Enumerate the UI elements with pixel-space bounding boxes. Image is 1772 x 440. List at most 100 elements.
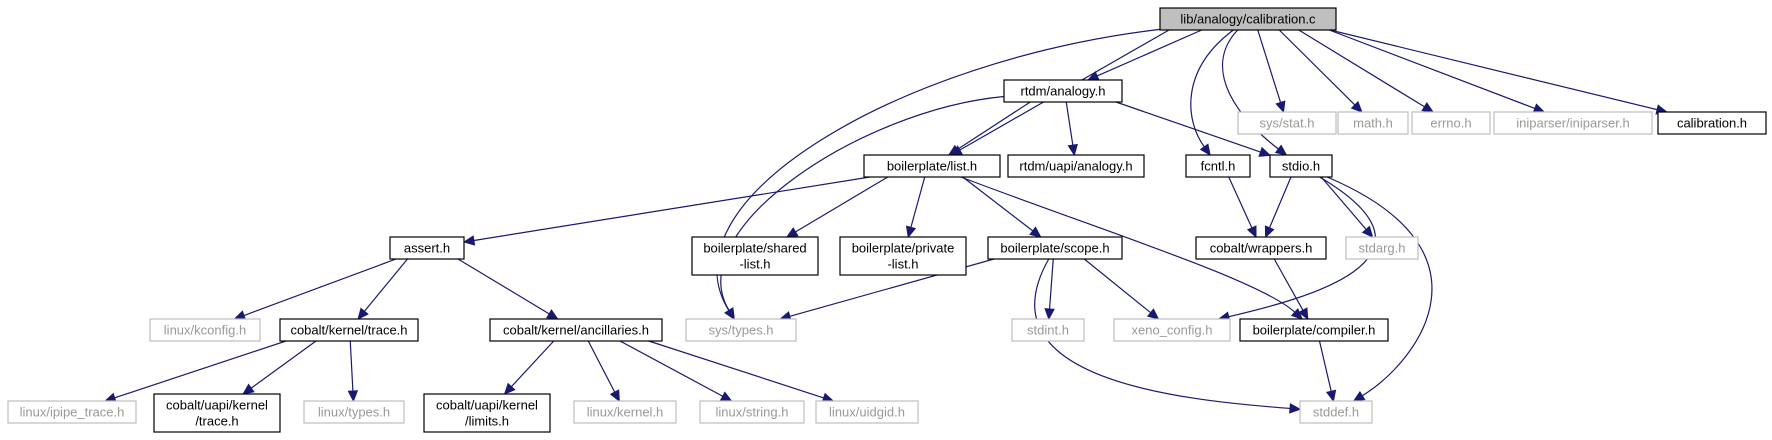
node-label: boilerplate/private xyxy=(852,241,955,256)
arrowhead xyxy=(1199,143,1211,156)
arrowhead xyxy=(347,390,359,403)
edge-line xyxy=(1268,176,1292,229)
node-box xyxy=(1003,79,1123,103)
node-stdarg: stdarg.h xyxy=(1345,236,1419,260)
node-box xyxy=(815,400,919,424)
arrowhead xyxy=(1532,103,1546,114)
edge-ck_ancillaries-to-cu_kernel_limits xyxy=(503,340,555,395)
edge-bp_scope-to-stddef xyxy=(1034,258,1302,414)
edge-line xyxy=(1190,29,1234,148)
edge-line xyxy=(1326,176,1433,397)
node-box xyxy=(863,154,1001,178)
node-ck-ancillaries[interactable]: cobalt/kernel/ancillaries.h xyxy=(489,318,663,342)
edge-calibration_c-to-calibration_h xyxy=(1329,29,1669,115)
arrowhead xyxy=(947,144,961,156)
node-bp-compiler[interactable]: boilerplate/compiler.h xyxy=(1239,318,1389,342)
edge-line xyxy=(720,95,1005,311)
edge-assert-to-ck_trace xyxy=(357,258,408,320)
node-box xyxy=(1411,111,1491,135)
edge-line xyxy=(473,176,871,242)
arrowhead xyxy=(1264,225,1275,239)
arrowhead xyxy=(785,227,799,238)
node-calibration-h[interactable]: calibration.h xyxy=(1657,111,1767,135)
edge-calibration_c-to-math xyxy=(1278,29,1363,113)
node-label: rtdm/uapi/analogy.h xyxy=(1019,159,1132,174)
edge-calibration_c-to-sys_stat xyxy=(1257,29,1286,114)
edge-rtdm_analogy-to-sys_types xyxy=(720,95,1005,321)
edge-bp_list-to-bp_scope xyxy=(962,176,1042,238)
node-assert[interactable]: assert.h xyxy=(389,236,465,260)
arrowhead xyxy=(1146,308,1160,320)
edge-assert-to-ck_ancillaries xyxy=(457,258,559,320)
node-box xyxy=(1337,111,1409,135)
edge-bp_scope-to-stdint xyxy=(1044,258,1055,321)
node-bp-list[interactable]: boilerplate/list.h xyxy=(863,154,1001,178)
arrowhead xyxy=(1044,308,1055,321)
node-label: cobalt/kernel/trace.h xyxy=(290,323,407,338)
edge-stdio-to-stdarg xyxy=(1320,176,1374,238)
node-cu-kernel-limits[interactable]: cobalt/uapi/kernel/limits.h xyxy=(423,393,551,433)
node-label: cobalt/uapi/kernel xyxy=(166,398,268,413)
node-calibration-c[interactable]: lib/analogy/calibration.c xyxy=(1159,7,1337,31)
node-label: boilerplate/shared xyxy=(703,241,806,256)
edge-line xyxy=(1329,29,1536,109)
node-label: iniparser/iniparser.h xyxy=(1516,116,1629,131)
node-label: stddef.h xyxy=(1313,405,1359,420)
edge-line xyxy=(1096,29,1202,77)
arrowhead xyxy=(357,307,369,320)
node-box xyxy=(149,318,261,342)
node-label: stdio.h xyxy=(1282,159,1320,174)
node-rtdm-analogy[interactable]: rtdm/analogy.h xyxy=(1003,79,1123,103)
edge-bp_list-to-bp_shared_list xyxy=(785,176,889,238)
node-ck-trace[interactable]: cobalt/kernel/trace.h xyxy=(279,318,419,342)
edge-line xyxy=(243,258,397,317)
edge-line xyxy=(960,176,1296,313)
node-label: linux/kernel.h xyxy=(587,405,664,420)
edge-line xyxy=(1083,258,1152,314)
node-cobalt-wrappers[interactable]: cobalt/wrappers.h xyxy=(1195,236,1327,260)
node-box xyxy=(7,400,137,424)
node-box xyxy=(1269,154,1333,178)
arrowhead xyxy=(1029,226,1042,238)
node-box xyxy=(1185,154,1251,178)
edge-stdio-to-cobalt_wrappers xyxy=(1264,176,1292,239)
arrowhead xyxy=(719,391,733,402)
node-bp-scope[interactable]: boilerplate/scope.h xyxy=(987,236,1123,260)
edge-line xyxy=(1278,29,1356,106)
edge-line xyxy=(587,340,616,393)
edge-line xyxy=(1228,176,1253,229)
node-label: -list.h xyxy=(887,257,918,272)
node-box xyxy=(1113,318,1231,342)
edge-calibration_c-to-fcntl xyxy=(1190,29,1234,156)
edge-bp_scope-to-xeno_config xyxy=(1083,258,1160,320)
node-box xyxy=(423,393,551,433)
node-box xyxy=(699,400,805,424)
node-rtdm-uapi-analogy[interactable]: rtdm/uapi/analogy.h xyxy=(1007,154,1145,178)
edge-bp_list-to-bp_compiler xyxy=(960,176,1304,320)
edge-bp_list-to-bp_private_list xyxy=(905,176,926,239)
edge-bp_list-to-assert xyxy=(462,176,871,246)
edge-line xyxy=(1115,101,1261,153)
node-stdio[interactable]: stdio.h xyxy=(1269,154,1333,178)
edge-calibration_c-to-stdio xyxy=(1222,29,1288,156)
edge-rtdm_analogy-to-rtdm_uapi_analogy xyxy=(1065,101,1078,157)
edge-line xyxy=(349,340,354,392)
node-bp-private-list[interactable]: boilerplate/private-list.h xyxy=(839,236,967,276)
edge-line xyxy=(1222,29,1279,150)
node-label: fcntl.h xyxy=(1201,159,1236,174)
node-cu-kernel-trace[interactable]: cobalt/uapi/kernel/trace.h xyxy=(153,393,281,433)
node-box xyxy=(1237,111,1337,135)
node-label: linux/types.h xyxy=(318,405,390,420)
node-bp-shared-list[interactable]: boilerplate/shared-list.h xyxy=(691,236,819,276)
edge-calibration_c-to-errno xyxy=(1298,29,1435,113)
node-fcntl[interactable]: fcntl.h xyxy=(1185,154,1251,178)
edge-ck_ancillaries-to-linux_kernel xyxy=(587,340,620,403)
node-linux-uidgid: linux/uidgid.h xyxy=(815,400,919,424)
node-label: boilerplate/compiler.h xyxy=(1253,323,1376,338)
edge-line xyxy=(619,340,724,397)
node-box xyxy=(153,393,281,433)
edge-line xyxy=(1329,29,1658,111)
node-label: linux/ipipe_trace.h xyxy=(20,405,125,420)
edge-line xyxy=(250,340,317,389)
edge-line xyxy=(789,258,995,317)
